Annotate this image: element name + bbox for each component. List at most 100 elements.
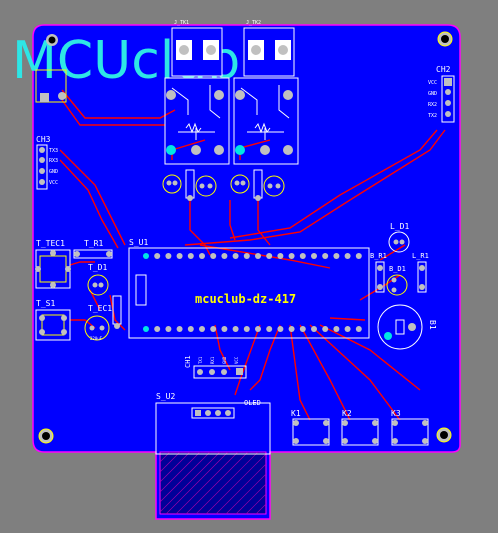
mcu-pin	[322, 253, 329, 259]
mounting-hole-top-left-icon	[46, 34, 58, 46]
mcu-pin	[322, 326, 329, 332]
label-l-d1: L_D1	[390, 222, 409, 231]
ch2-pin-3: TX2	[428, 113, 437, 119]
mcu-pin	[333, 326, 340, 332]
mcu-pin	[210, 326, 217, 332]
mcu-pins-bottom	[143, 326, 362, 332]
right-components: L_D1 B_R1 L_R1 B_D1 B1	[370, 222, 437, 350]
top-left-connector	[35, 69, 67, 103]
mcu-pin	[143, 326, 149, 332]
ch2-pin-1: GND	[428, 91, 437, 97]
label-l-r1: L_R1	[412, 252, 429, 260]
terminal-block-jk2: J_TK2	[243, 20, 295, 77]
buzzer-b1	[377, 304, 423, 350]
label-jk1: J_TK1	[174, 20, 189, 26]
button-k1: K1	[291, 409, 330, 446]
mcu-pin	[154, 326, 161, 332]
ch3-pin-0: TX3	[49, 148, 58, 154]
label-ch2: CH2	[436, 65, 451, 74]
relay-1	[164, 77, 230, 165]
header-ch3: CH3 TX3 RX3 GND VCC	[36, 135, 58, 190]
header-ch2: CH2 VCC GND RX2 TX2	[428, 65, 455, 123]
mounting-holes	[38, 31, 453, 444]
mounting-hole-bottom-left-icon	[38, 428, 54, 444]
board-name: mcuclub-dz-417	[195, 292, 296, 306]
mounting-hole-top-right-icon	[437, 31, 453, 47]
mcu-pin	[255, 326, 261, 332]
relay-2-pins	[235, 90, 293, 155]
ch3-pin-3: VCC	[49, 180, 58, 186]
mcu-pins-top	[143, 253, 362, 259]
left-components: T_TEC1 T_R1 T_D1 T_S1 T_EC1 220uF	[35, 239, 122, 341]
label-ch3: CH3	[36, 135, 51, 144]
ch2-pin-2: RX2	[428, 102, 437, 108]
mcu-pin	[232, 326, 239, 332]
mcu-pin	[277, 253, 284, 259]
mcu-pin	[187, 326, 194, 332]
button-k3: K3	[391, 409, 429, 446]
mcu-pin	[165, 326, 172, 332]
mcu-pin	[243, 326, 250, 332]
label-t-tec1: T_TEC1	[36, 239, 65, 248]
label-ch1: CH1	[184, 355, 192, 368]
copper-traces	[59, 89, 446, 421]
oled-s-u2: S_U2 OLED	[155, 392, 271, 455]
relay-1-pins	[166, 90, 224, 155]
label-s-u1: S_U1	[129, 238, 148, 247]
label-jk2: J_TK2	[246, 20, 261, 26]
mcu-pin	[176, 326, 183, 332]
mcu-pin	[355, 326, 362, 332]
mcu-pin	[176, 253, 183, 259]
mcu-s-u1: S_U1 mcuclub-dz-417	[128, 238, 370, 339]
label-s-u2: S_U2	[156, 392, 175, 401]
mounting-hole-bottom-right-icon	[436, 427, 452, 443]
mcu-pin	[199, 326, 205, 332]
mcu-pin	[277, 326, 284, 332]
label-k1: K1	[291, 409, 301, 418]
ch2-pin-0: VCC	[428, 80, 437, 86]
ch1-pin-3: VCC	[234, 356, 239, 364]
ch1-pin-2: GND	[222, 356, 227, 364]
board-outline	[32, 24, 461, 520]
label-t-d1: T_D1	[88, 263, 107, 272]
mcu-pin	[266, 253, 273, 259]
mcu-pin	[221, 326, 228, 332]
label-t-s1: T_S1	[36, 299, 55, 308]
relay-2	[233, 77, 299, 165]
mcu-pin	[299, 326, 306, 332]
mcu-pin	[288, 253, 295, 259]
label-t-ec1: T_EC1	[88, 304, 112, 313]
label-b1: B1	[428, 320, 437, 330]
mcu-pin	[299, 253, 306, 259]
ch1-pin-1: RX1	[210, 356, 215, 364]
tec-cap-value: 220uF	[90, 336, 103, 341]
mcu-pin	[344, 326, 351, 332]
mcu-pin	[187, 253, 194, 259]
ch3-pin-2: GND	[49, 169, 58, 175]
mcu-pin	[266, 326, 273, 332]
mcu-pin	[333, 253, 340, 259]
label-k2: K2	[342, 409, 352, 418]
mcu-pin	[311, 253, 317, 259]
label-b-r1: B_R1	[370, 252, 387, 260]
mcu-pin	[165, 253, 172, 259]
ch3-pin-1: RX3	[49, 158, 58, 164]
mcu-pin	[232, 253, 239, 259]
terminal-block-jk1: J_TK1	[171, 20, 223, 77]
mcu-pin	[221, 253, 228, 259]
mcu-pin	[288, 326, 295, 332]
button-k2: K2	[341, 409, 379, 446]
mcu-pin	[154, 253, 161, 259]
mcu-pin	[344, 253, 351, 259]
label-b-d1: B_D1	[389, 265, 406, 273]
mcu-pin	[243, 253, 250, 259]
mcu-pin	[210, 253, 217, 259]
oled-ribbon	[159, 451, 267, 515]
mcu-pin	[355, 253, 362, 259]
mcu-pin	[199, 253, 205, 259]
label-k3: K3	[391, 409, 401, 418]
header-ch1: CH1 TX1 RX1 GND VCC	[184, 355, 247, 379]
relay-driver-components	[162, 169, 285, 201]
ch1-pin-0: TX1	[198, 356, 203, 364]
